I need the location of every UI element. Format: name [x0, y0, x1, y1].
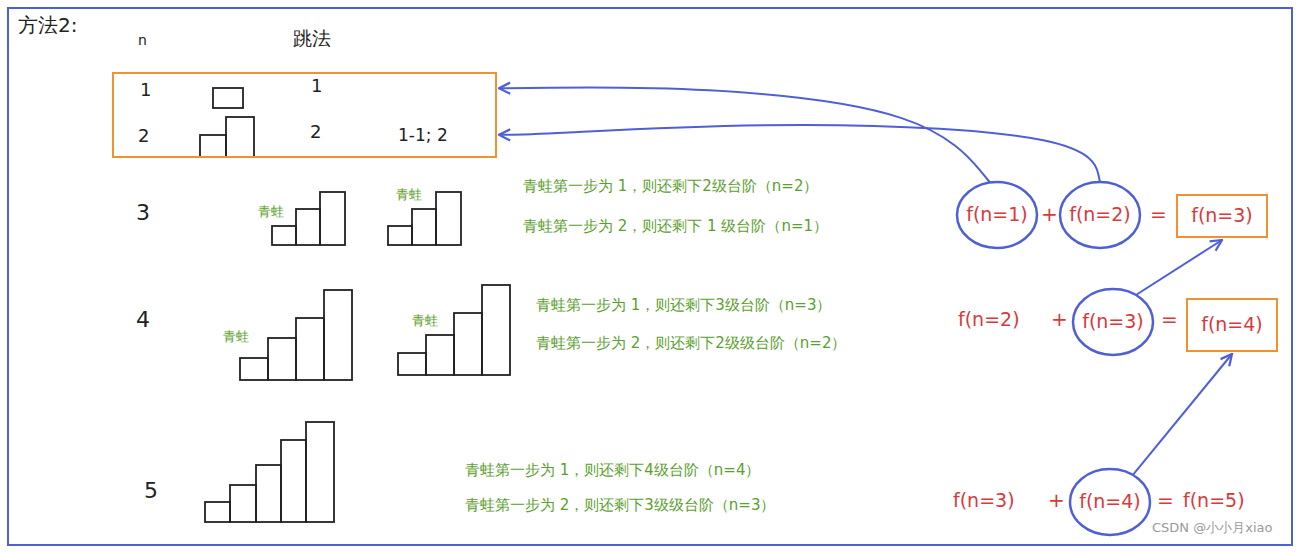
note-text: 青蛙第一步为 2，则还剩下 1 级台阶（n=1） — [523, 218, 828, 235]
title: 方法2: — [18, 14, 77, 37]
formula-term: f(n=3) — [1191, 205, 1253, 227]
stair-step — [296, 209, 320, 245]
term-circle: f(n=2) — [1058, 180, 1142, 250]
arrow-connector — [1136, 240, 1222, 295]
note-text: 青蛙第一步为 1，则还剩下2级台阶（n=2） — [523, 178, 818, 195]
step-count: 4 — [136, 307, 150, 332]
stair-step — [454, 313, 482, 375]
stair-step — [226, 117, 254, 157]
jump-way: 1 — [311, 76, 322, 97]
arrow-connector — [499, 125, 1100, 182]
base-case-box: 1 1 2 2 1-1; 2 — [112, 72, 497, 158]
term-circle: f(n=4) — [1068, 467, 1152, 537]
result-box: f(n=3) — [1176, 194, 1268, 238]
operator: = — [1150, 203, 1167, 226]
frog-label: 青蛙 — [223, 330, 249, 345]
stair-step — [306, 422, 334, 522]
operator: + — [1041, 203, 1058, 226]
operator: = — [1157, 489, 1174, 512]
note-text: 青蛙第一步为 1，则还剩下4级台阶（n=4） — [465, 462, 760, 479]
note-text: 青蛙第一步为 1，则还剩下3级台阶（n=3） — [536, 297, 831, 314]
stair-step — [324, 290, 352, 380]
frog-label: 青蛙 — [396, 188, 422, 203]
stair-drawings — [200, 88, 510, 522]
term-circle: f(n=3) — [1071, 287, 1155, 357]
operator: + — [1048, 489, 1065, 512]
circle-outline — [957, 182, 1037, 248]
stair-step — [272, 226, 296, 245]
stair-step — [268, 338, 296, 380]
stair-step — [256, 465, 281, 522]
arrow-connector — [1133, 354, 1232, 475]
stair-step — [388, 226, 412, 245]
formula-term: f(n=4) — [1201, 314, 1263, 336]
formula-term: f(n=5) — [1183, 490, 1245, 512]
note-text: 青蛙第一步为 2，则还剩下3级级台阶（n=3） — [465, 497, 775, 514]
step-count: 5 — [144, 478, 158, 503]
term-circle: f(n=1) — [955, 180, 1039, 250]
stair-step — [412, 209, 436, 245]
column-header: n — [138, 32, 147, 48]
stair-step — [296, 318, 324, 380]
arrow-connector — [499, 87, 990, 182]
operator: + — [1051, 308, 1068, 331]
circle-outline — [1073, 289, 1153, 355]
stair-step — [230, 485, 256, 522]
stair-step — [436, 192, 461, 245]
jump-way: 1-1; 2 — [398, 126, 448, 146]
note-text: 青蛙第一步为 2，则还剩下2级级台阶（n=2） — [536, 335, 846, 352]
stair-step — [213, 88, 243, 108]
stair-step — [281, 440, 306, 522]
result-box: f(n=4) — [1186, 298, 1278, 352]
formula-term: f(n=3) — [1082, 311, 1144, 333]
formula-term: f(n=2) — [1069, 204, 1131, 226]
stair-step — [320, 192, 345, 245]
step-count: 1 — [140, 80, 151, 101]
stair-step — [426, 335, 454, 375]
stair-step — [240, 358, 268, 380]
column-header: 跳法 — [293, 28, 331, 50]
operator: = — [1161, 308, 1178, 331]
circle-outline — [1070, 469, 1150, 535]
frog-label: 青蛙 — [412, 314, 438, 329]
step-count: 2 — [138, 126, 149, 147]
stair-step — [482, 285, 510, 375]
jump-way: 2 — [310, 122, 321, 143]
step-count: 3 — [136, 200, 150, 225]
outer-frame — [8, 8, 1292, 545]
formula-term: f(n=1) — [966, 204, 1028, 226]
frog-label: 青蛙 — [258, 205, 284, 220]
formula-term: f(n=2) — [958, 309, 1020, 331]
watermark: CSDN @小小月xiao — [1152, 521, 1272, 536]
circle-outline — [1060, 182, 1140, 248]
stair-step — [200, 135, 226, 157]
stair-step — [398, 353, 426, 375]
formula-term: f(n=3) — [953, 490, 1015, 512]
formula-term: f(n=4) — [1079, 491, 1141, 513]
stair-step — [205, 502, 230, 522]
